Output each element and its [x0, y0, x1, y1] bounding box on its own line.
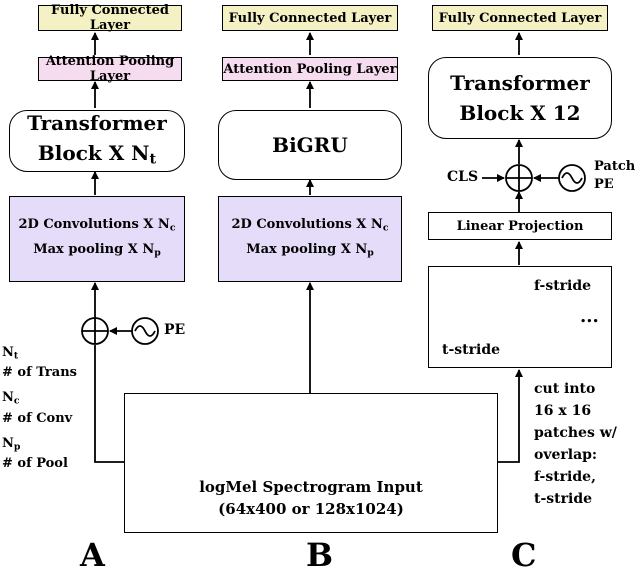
- legend-item-conv: Nc # of Conv: [2, 390, 73, 426]
- bigru-block: BiGRU: [218, 110, 402, 180]
- transformer-block-c: Transformer Block X 12: [428, 57, 612, 139]
- legend-item-pool: Np # of Pool: [2, 435, 68, 471]
- transformer-block-a: Transformer Block X Nt: [9, 110, 185, 172]
- pe-label-a: PE: [164, 322, 186, 338]
- ellipsis-label: ...: [580, 306, 599, 327]
- conv-block-b: 2D Convolutions X Nc Max pooling X Np: [218, 196, 402, 282]
- transformer-block-c-line1: Transformer: [450, 71, 590, 95]
- input-shape: (64x400 or 128x1024): [218, 500, 404, 518]
- conv-block-a-line2: Max pooling X Np: [33, 242, 161, 259]
- t-stride-label: t-stride: [442, 342, 501, 358]
- patches-box: [428, 266, 612, 368]
- conv-block-a: 2D Convolutions X Nc Max pooling X Np: [9, 196, 185, 282]
- conv-block-b-line2: Max pooling X Np: [246, 242, 374, 259]
- panel-letter-b: B: [306, 536, 334, 574]
- legend-item-trans: Nt # of Trans: [2, 345, 77, 381]
- panel-letter-c: C: [511, 536, 537, 574]
- f-stride-label: f-stride: [534, 278, 592, 294]
- input-title: logMel Spectrogram Input: [199, 478, 423, 496]
- input-box: logMel Spectrogram Input (64x400 or 128x…: [124, 393, 498, 533]
- linear-projection: Linear Projection: [428, 212, 612, 240]
- cut-description: cut into 16 x 16 patches w/ overlap: f-s…: [534, 381, 617, 507]
- cls-label: CLS: [447, 169, 479, 185]
- conv-block-b-line1: 2D Convolutions X Nc: [231, 216, 389, 233]
- transformer-block-a-line1: Transformer: [27, 110, 167, 135]
- arrow-c-input-to-patches: [498, 369, 523, 463]
- panel-letter-a: A: [80, 536, 105, 574]
- transformer-block-c-line2: Block X 12: [459, 101, 581, 125]
- attention-pooling-a: Attention Pooling Layer: [38, 54, 182, 84]
- transformer-block-a-line2: Block X Nt: [37, 140, 157, 168]
- line-a-input-to-pe: [94, 345, 125, 463]
- fc-layer-a: Fully Connected Layer: [38, 3, 182, 33]
- attention-pooling-b: Attention Pooling Layer: [222, 57, 398, 81]
- fc-layer-c: Fully Connected Layer: [432, 5, 608, 31]
- patch-pe-label: Patch PE: [594, 159, 636, 192]
- legend: Nt # of Trans Nc # of Conv Np # of Pool: [2, 344, 82, 472]
- conv-block-a-line1: 2D Convolutions X Nc: [18, 216, 176, 233]
- fc-layer-b: Fully Connected Layer: [222, 5, 398, 31]
